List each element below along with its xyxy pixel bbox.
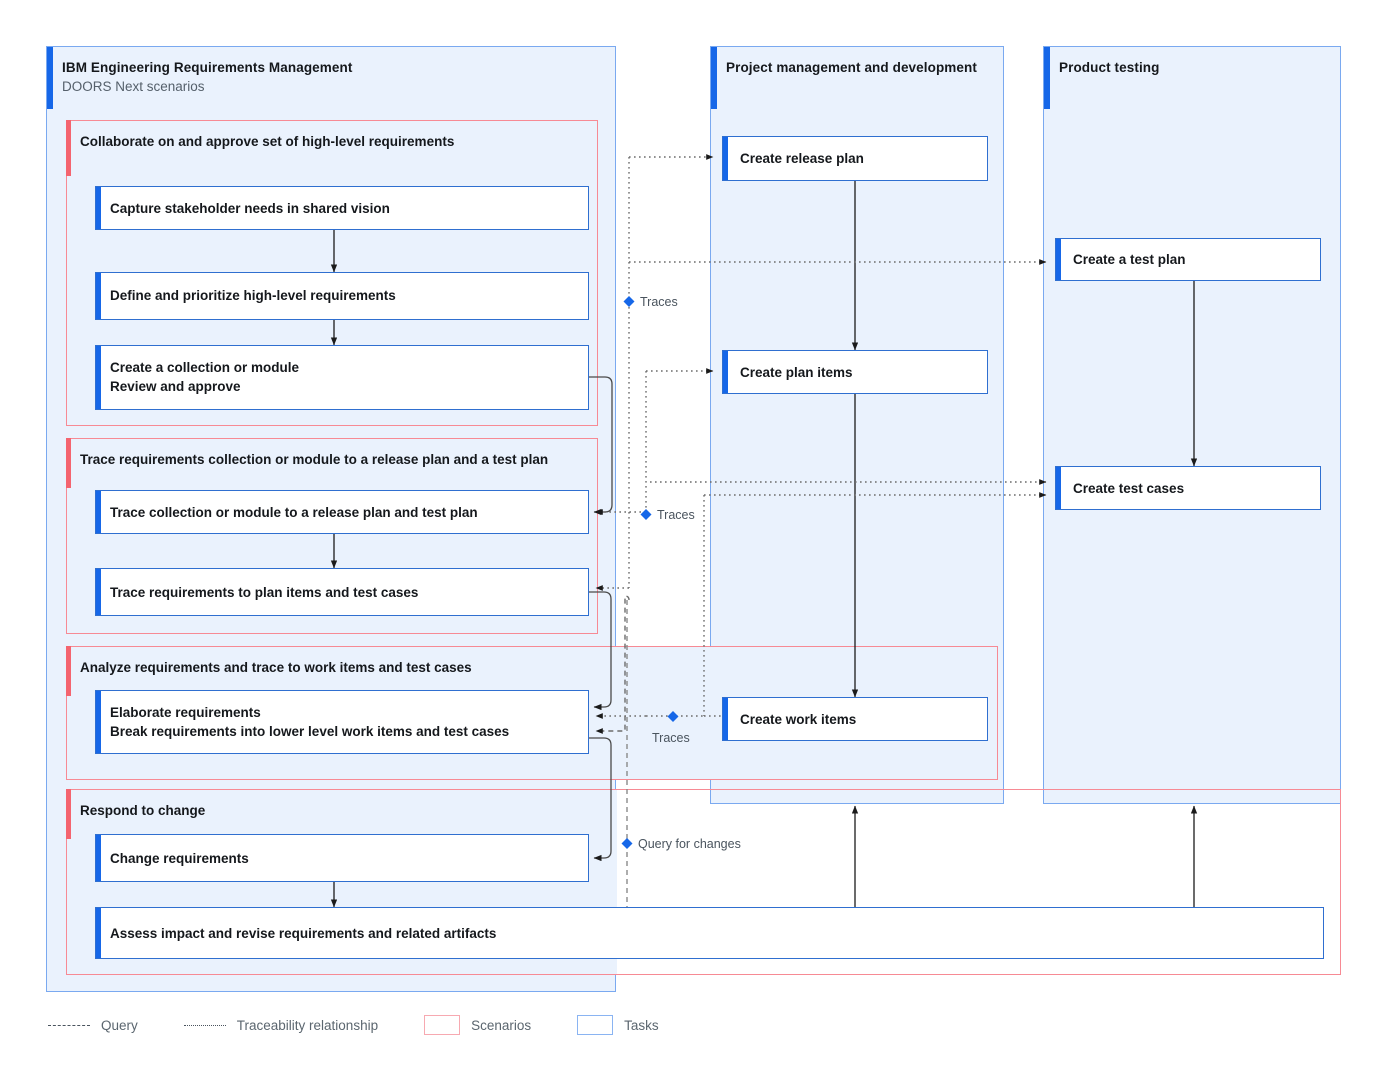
task-create-test-cases[interactable] xyxy=(1055,466,1321,510)
scenario-title-4: Respond to change xyxy=(80,803,206,818)
scenario-accent-2 xyxy=(66,438,71,488)
legend-item-traceability: Traceability relationship xyxy=(183,1017,379,1033)
lane-title-pmd: Project management and development xyxy=(726,60,977,75)
task-create-work-items[interactable] xyxy=(722,697,988,741)
lane-test xyxy=(1043,46,1341,804)
task-swatch-icon xyxy=(577,1015,614,1035)
task-accent-bar xyxy=(96,691,101,753)
task-trace-collection-to-release-and-test-plan[interactable] xyxy=(95,490,589,534)
task-label: Assess impact and revise requirements an… xyxy=(110,926,497,941)
task-change-requirements[interactable] xyxy=(95,834,589,882)
legend-label: Traceability relationship xyxy=(236,1017,379,1033)
task-accent-bar xyxy=(723,351,728,393)
task-accent-bar xyxy=(96,835,101,881)
task-create-release-plan[interactable] xyxy=(722,136,988,181)
scenario-accent-1 xyxy=(66,120,71,176)
task-accent-bar xyxy=(96,187,101,229)
task-label: Create a collection or module Review and… xyxy=(110,360,300,394)
task-label: Define and prioritize high-level require… xyxy=(110,288,396,303)
task-accent-bar xyxy=(96,491,101,533)
task-create-plan-items[interactable] xyxy=(722,350,988,394)
task-label: Change requirements xyxy=(110,851,249,866)
legend-label: Query xyxy=(101,1017,138,1033)
task-accent-bar xyxy=(723,698,728,740)
task-label: Trace collection or module to a release … xyxy=(110,505,478,520)
trace-diamond xyxy=(640,509,652,520)
dotted-line-icon xyxy=(183,1024,226,1026)
task-label: Create work items xyxy=(740,712,857,727)
task-accent-bar xyxy=(723,137,728,180)
legend-item-tasks: Tasks xyxy=(577,1015,659,1035)
task-define-and-prioritize[interactable] xyxy=(95,272,589,320)
lane-subtitle-erm: DOORS Next scenarios xyxy=(62,79,205,94)
task-label: Trace requirements to plan items and tes… xyxy=(110,585,419,600)
lane-accent-bar xyxy=(47,47,53,109)
lane-accent-bar xyxy=(1044,47,1050,109)
trace-diamond xyxy=(623,296,635,307)
task-label: Capture stakeholder needs in shared visi… xyxy=(110,201,390,216)
task-accent-bar xyxy=(96,908,101,958)
dashed-line-icon xyxy=(48,1024,90,1026)
task-label: Create release plan xyxy=(740,151,864,166)
lane-title-erm: IBM Engineering Requirements Management xyxy=(62,60,353,75)
scenario-accent-4 xyxy=(66,789,71,839)
lane-accent-bar xyxy=(711,47,717,109)
task-accent-bar xyxy=(96,569,101,615)
task-label: Create plan items xyxy=(740,365,853,380)
lane-title-test: Product testing xyxy=(1059,60,1160,75)
task-label: Create test cases xyxy=(1073,481,1185,496)
task-accent-bar xyxy=(1056,467,1061,509)
edge-label-traces-2: Traces xyxy=(657,508,695,522)
scenario-title-3: Analyze requirements and trace to work i… xyxy=(80,660,472,675)
task-label: Create a test plan xyxy=(1073,252,1186,267)
task-create-collection-review-approve[interactable] xyxy=(95,345,589,410)
task-label: Elaborate requirements Break requirement… xyxy=(110,705,510,739)
edge-label-traces-1: Traces xyxy=(640,295,678,309)
edge-label-traces-3: Traces xyxy=(652,731,690,745)
legend-item-scenarios: Scenarios xyxy=(424,1015,531,1035)
scenario-title-1: Collaborate on and approve set of high-l… xyxy=(80,134,455,149)
legend-label: Tasks xyxy=(624,1017,659,1033)
scenario-accent-3 xyxy=(66,646,71,696)
legend: Query Traceability relationship Scenario… xyxy=(48,1012,705,1038)
legend-item-query: Query xyxy=(48,1018,138,1033)
edge-label-query-for-changes: Query for changes xyxy=(638,837,741,851)
task-accent-bar xyxy=(96,346,101,409)
task-elaborate-and-break-requirements[interactable] xyxy=(95,690,589,754)
scenario-swatch-icon xyxy=(424,1015,461,1035)
task-accent-bar xyxy=(96,273,101,319)
task-assess-impact-and-revise[interactable] xyxy=(95,907,1324,959)
task-capture-stakeholder-needs[interactable] xyxy=(95,186,589,230)
task-trace-requirements-to-plan-items-and-test-cases[interactable] xyxy=(95,568,589,616)
task-create-a-test-plan[interactable] xyxy=(1055,238,1321,281)
task-accent-bar xyxy=(1056,239,1061,280)
legend-label: Scenarios xyxy=(471,1017,532,1033)
scenario-title-2: Trace requirements collection or module … xyxy=(80,452,549,467)
